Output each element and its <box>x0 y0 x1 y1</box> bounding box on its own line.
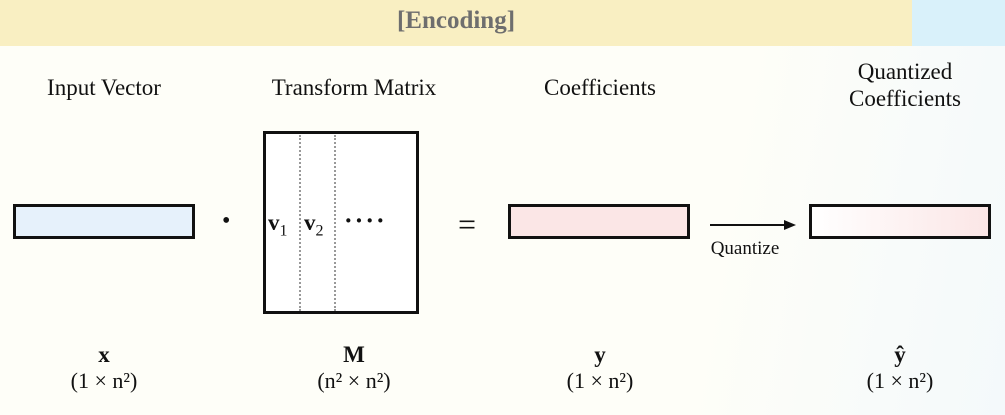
matrix-column-divider <box>334 135 336 311</box>
coefficients-label: Coefficients <box>544 75 656 100</box>
symbol-M: M <box>343 342 365 367</box>
transform-matrix-box <box>263 131 419 314</box>
header-banner <box>0 0 912 46</box>
dims-y: (1 × n²) <box>566 368 634 393</box>
header-title: [Encoding] <box>396 7 516 34</box>
symbol-y-hat: ŷ <box>894 342 906 367</box>
equals-operator: = <box>458 206 477 242</box>
quantized-coefficients-label: Quantized Coefficients <box>810 58 1000 112</box>
matrix-column-v2: v2 <box>304 210 324 240</box>
dims-y-hat: (1 × n²) <box>866 368 934 393</box>
quantized-coefficients-math: ŷ (1 × n²) <box>800 342 1000 394</box>
input-vector-math: x (1 × n²) <box>4 342 204 394</box>
symbol-x: x <box>98 342 110 367</box>
coefficients-box <box>508 204 690 239</box>
transform-matrix-math: M (n² × n²) <box>254 342 454 394</box>
dims-x: (1 × n²) <box>70 368 138 393</box>
dot-operator: • <box>222 208 231 234</box>
symbol-y: y <box>594 342 606 367</box>
transform-matrix-label: Transform Matrix <box>271 75 437 100</box>
quantized-label-line1: Quantized <box>857 59 953 84</box>
matrix-ellipsis: ···· <box>344 206 387 235</box>
input-vector-box <box>13 204 195 239</box>
matrix-column-divider <box>299 135 301 311</box>
input-vector-label: Input Vector <box>47 75 161 100</box>
quantize-label: Quantize <box>710 238 780 259</box>
quantized-label-line2: Coefficients <box>849 86 961 111</box>
coefficients-math: y (1 × n²) <box>500 342 700 394</box>
dims-M: (n² × n²) <box>317 368 391 393</box>
quantized-coefficients-box <box>809 204 991 239</box>
header-banner-side <box>912 0 1005 46</box>
matrix-column-v1: v1 <box>268 210 288 240</box>
arrow-icon <box>710 220 796 230</box>
